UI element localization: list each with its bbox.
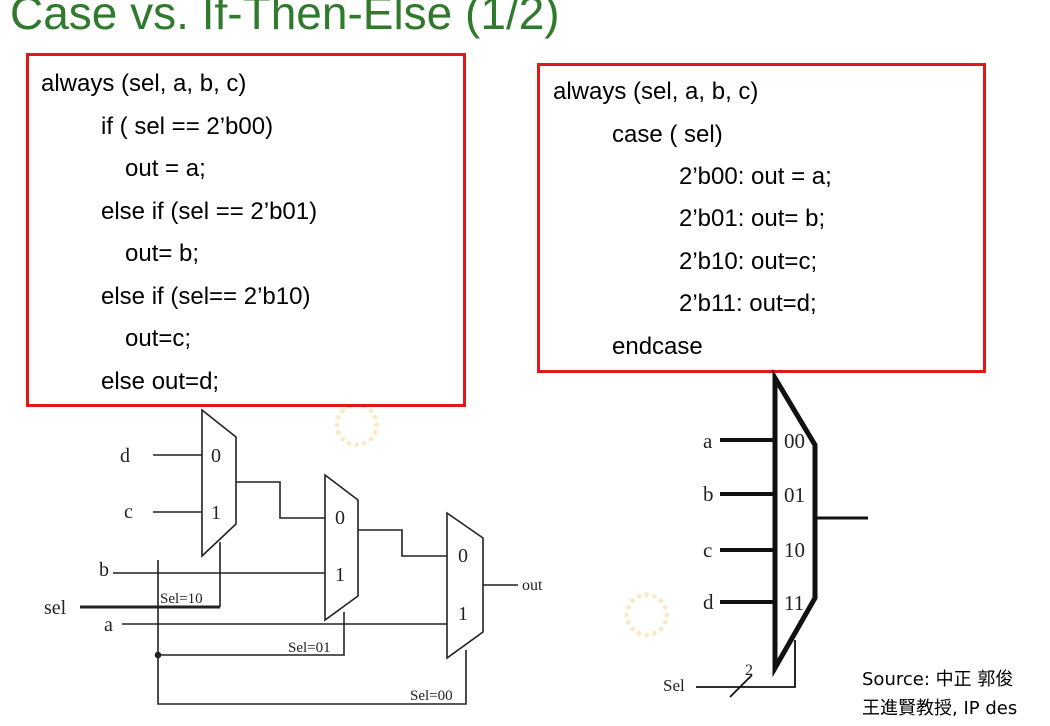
code-line: if ( sel == 2’b00) — [101, 113, 274, 140]
case-code-box: always (sel, a, b, c) case ( sel) 2’b00:… — [537, 63, 986, 373]
mux1-port-0: 0 — [211, 445, 221, 467]
input-label-d: d — [120, 445, 130, 467]
port-10: 10 — [784, 538, 805, 562]
source-line-1: Source: 中正 郭俊 — [862, 669, 1014, 690]
input-label-sel: sel — [44, 597, 67, 619]
priority-mux-chain — [80, 408, 518, 705]
code-line: out=c; — [125, 325, 192, 352]
code-line: out = a; — [125, 155, 206, 182]
wire-sel-m3 — [157, 650, 467, 705]
watermark: ◌ — [620, 561, 674, 661]
code-line: 2’b11: out=d; — [679, 290, 817, 317]
mux3-port-0: 0 — [458, 545, 468, 567]
mux1-port-1: 1 — [211, 502, 221, 524]
input-label-c: c — [703, 538, 712, 562]
wire-sel-m2 — [157, 560, 345, 656]
source-line-2: 王進賢教授, IP des — [862, 698, 1018, 719]
code-line: case ( sel) — [612, 121, 723, 148]
mux-2 — [324, 473, 359, 622]
mux-3 — [446, 511, 484, 660]
select-label-sel00: Sel=00 — [410, 688, 453, 704]
port-11: 11 — [784, 591, 804, 615]
code-line: else if (sel== 2’b10) — [101, 283, 311, 310]
mux2-port-0: 0 — [335, 507, 345, 529]
code-line: 2’b00: out = a; — [679, 163, 832, 190]
slide-title: Case vs. If-Then-Else (1/2) — [10, 0, 560, 39]
code-line: out= b; — [125, 240, 200, 267]
port-01: 01 — [784, 483, 805, 507]
code-line: endcase — [612, 333, 703, 360]
mux-4to1 — [772, 368, 818, 678]
code-line: 2’b01: out= b; — [679, 205, 826, 232]
case-mux-text: a b c d 00 01 10 11 Sel 2 — [663, 429, 805, 695]
input-label-a: a — [104, 614, 113, 636]
wire-sel — [696, 640, 796, 688]
input-label-b: b — [703, 482, 714, 506]
code-line: always (sel, a, b, c) — [41, 70, 247, 97]
select-label-sel10: Sel=10 — [160, 591, 203, 607]
output-label: out — [522, 577, 543, 594]
code-line: else if (sel == 2’b01) — [101, 198, 318, 225]
mux2-port-1: 1 — [335, 564, 345, 586]
select-label-sel01: Sel=01 — [288, 640, 331, 656]
bus-slash — [729, 674, 753, 698]
input-label-d: d — [703, 590, 714, 614]
code-line: else out=d; — [101, 368, 220, 395]
select-width: 2 — [745, 662, 753, 679]
wire-m2-out — [358, 529, 447, 557]
input-label-b: b — [99, 559, 109, 581]
select-label: Sel — [663, 676, 685, 695]
wire-m1-out — [236, 481, 325, 519]
input-label-a: a — [703, 429, 713, 453]
mux3-port-1: 1 — [458, 603, 468, 625]
mux-1 — [201, 408, 237, 558]
code-line: always (sel, a, b, c) — [553, 78, 759, 105]
if-else-code-box: always (sel, a, b, c) if ( sel == 2’b00)… — [26, 53, 466, 407]
port-00: 00 — [784, 429, 805, 453]
code-line: 2’b10: out=c; — [679, 248, 818, 275]
priority-mux-text: d c b sel a 0 1 0 1 0 1 Sel=10 Sel=01 Se… — [44, 445, 543, 704]
case-mux — [696, 368, 868, 698]
input-label-c: c — [124, 501, 133, 523]
junction-dot — [154, 651, 162, 659]
